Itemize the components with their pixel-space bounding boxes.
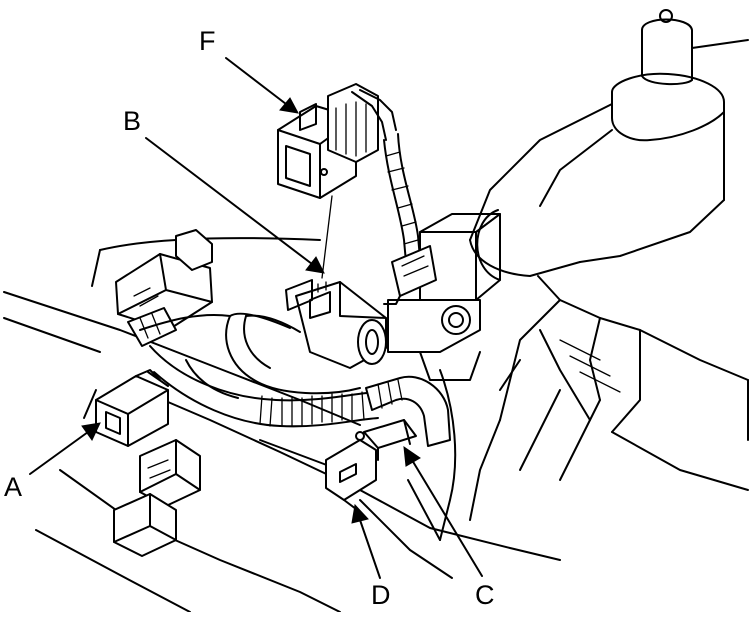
- connector-f-wire: [383, 133, 437, 305]
- center-mount: [387, 213, 501, 381]
- arrow-head-b: [305, 256, 325, 274]
- leader-d: [359, 519, 381, 579]
- callout-b-label: B: [123, 106, 142, 136]
- arrow-head-a: [81, 422, 101, 441]
- clip-c: [355, 419, 417, 461]
- leader-b: [145, 137, 313, 265]
- bracket-d: [325, 439, 377, 513]
- leader-c: [411, 459, 483, 577]
- lower-sensor: [113, 439, 201, 557]
- connector-b: [285, 279, 387, 369]
- callout-leaders: [29, 57, 483, 579]
- arrow-head-d: [351, 503, 369, 524]
- callout-a-label: A: [4, 472, 23, 502]
- connector-a: [95, 369, 169, 447]
- left-connector-cluster: [115, 229, 213, 347]
- arrow-head-c: [403, 445, 421, 467]
- callout-c-label: C: [475, 580, 495, 610]
- leader-f: [225, 57, 287, 105]
- main-wire-harness: [139, 312, 451, 447]
- arrow-head-f: [279, 97, 299, 114]
- leader-a: [29, 431, 89, 475]
- f-to-b-guide-line: [321, 195, 333, 279]
- callout-d-label: D: [371, 580, 391, 610]
- connector-f: [277, 83, 397, 199]
- callout-f-label: F: [199, 26, 216, 56]
- engine-bracket-assembly: [469, 9, 749, 521]
